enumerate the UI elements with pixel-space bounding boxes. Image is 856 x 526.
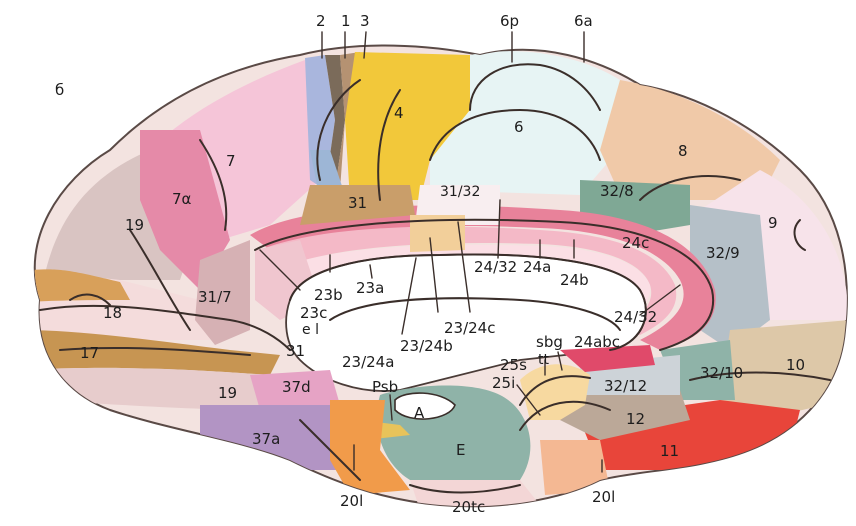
figure-letter: б — [55, 81, 64, 99]
label-area-24abc: 24abc — [574, 333, 620, 351]
label-area-el: e l — [302, 322, 319, 338]
label-area-10: 10 — [786, 356, 805, 374]
label-area-2: 2 — [316, 12, 326, 30]
label-area-23c: 23c — [300, 304, 327, 322]
region-20l-right — [540, 440, 610, 495]
label-area-6: 6 — [514, 118, 524, 136]
label-area-1: 1 — [341, 12, 351, 30]
label-area-4: 4 — [394, 104, 404, 122]
label-area-23b: 23b — [314, 286, 343, 304]
label-area-31-low: 31 — [286, 342, 305, 360]
label-area-11: 11 — [660, 442, 679, 460]
label-area-32-9: 32/9 — [706, 244, 740, 262]
label-area-3: 3 — [360, 12, 370, 30]
label-area-12: 12 — [626, 410, 645, 428]
label-area-32-12: 32/12 — [604, 377, 647, 395]
label-area-23a: 23a — [356, 279, 384, 297]
label-area-24-32-right: 24/32 — [614, 308, 657, 326]
label-area-9: 9 — [768, 214, 778, 232]
label-area-31-7: 31/7 — [198, 288, 232, 306]
label-area-18: 18 — [103, 304, 122, 322]
label-area-sbg: sbg — [536, 333, 563, 351]
label-area-19-low: 19 — [218, 384, 237, 402]
label-area-23-24b: 23/24b — [400, 337, 453, 355]
label-area-7alpha: 7α — [172, 190, 192, 208]
label-area-24-32-top: 24/32 — [474, 258, 517, 276]
label-area-31: 31 — [348, 194, 367, 212]
label-area-7: 7 — [226, 152, 236, 170]
label-area-24b: 24b — [560, 271, 589, 289]
label-area-23-24c: 23/24c — [444, 319, 495, 337]
label-area-6a: 6a — [574, 12, 593, 30]
label-area-32-8: 32/8 — [600, 182, 634, 200]
label-area-A: A — [414, 404, 425, 422]
label-area-37d: 37d — [282, 378, 311, 396]
label-area-24c: 24c — [622, 234, 649, 252]
label-area-25i: 25i — [492, 374, 515, 392]
label-area-24a: 24a — [523, 258, 551, 276]
label-area-23-24a: 23/24a — [342, 353, 394, 371]
label-area-8: 8 — [678, 142, 688, 160]
label-area-31-32: 31/32 — [440, 184, 480, 200]
label-area-17: 17 — [80, 344, 99, 362]
label-area-32-10: 32/10 — [700, 364, 743, 382]
label-area-20l-right: 20l — [592, 488, 615, 506]
label-area-19-top: 19 — [125, 216, 144, 234]
label-area-tt: tt — [538, 352, 549, 368]
label-area-E: E — [456, 441, 465, 459]
label-area-6p: 6p — [500, 12, 519, 30]
label-area-37a: 37a — [252, 430, 280, 448]
label-area-psb: Psb — [372, 378, 398, 396]
label-area-20tc: 20tc — [452, 498, 485, 516]
label-area-25s: 25s — [500, 356, 527, 374]
label-area-20l-left: 20l — [340, 492, 363, 510]
